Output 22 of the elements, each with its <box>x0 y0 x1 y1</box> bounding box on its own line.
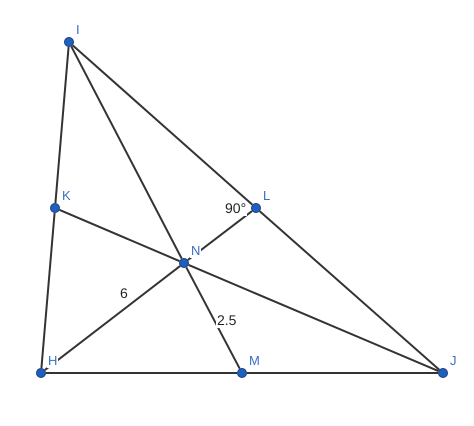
point-label: K <box>61 189 72 203</box>
angle-label: 90° <box>224 201 248 216</box>
line-segment <box>72 44 253 206</box>
point-label: H <box>47 354 58 368</box>
line-segment <box>259 210 440 370</box>
point-label: J <box>449 354 458 368</box>
point-label: L <box>262 189 272 203</box>
line-segment <box>247 372 438 374</box>
line-segment <box>70 46 183 260</box>
line-segment <box>59 209 180 262</box>
line-segment <box>46 372 237 374</box>
point-label: M <box>248 354 261 368</box>
point-label: N <box>190 244 202 258</box>
line-segment <box>187 210 253 261</box>
line-segment <box>40 212 56 368</box>
length-label: 6 <box>119 286 129 301</box>
line-segment <box>185 266 241 370</box>
point-label: I <box>75 23 81 37</box>
line-segment <box>54 46 70 204</box>
line-segment <box>188 264 439 372</box>
length-label: 2.5 <box>216 313 238 328</box>
line-segment <box>44 265 181 371</box>
